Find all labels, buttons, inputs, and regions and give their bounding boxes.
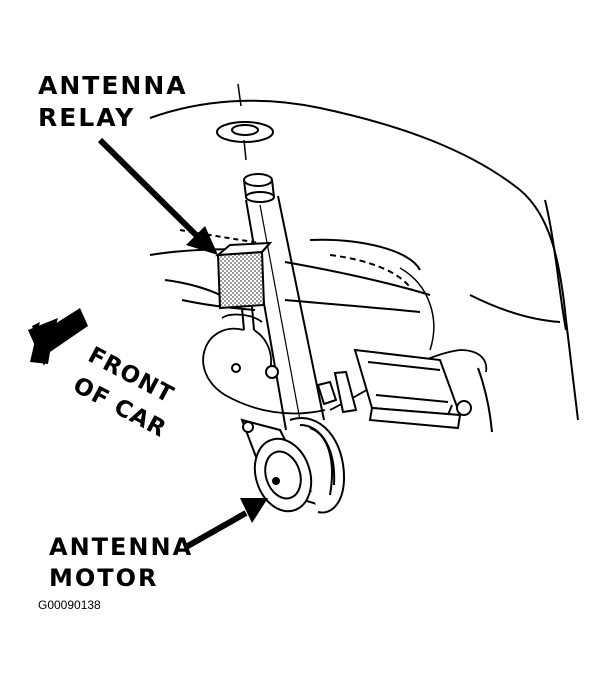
mount-bracket: [333, 348, 472, 430]
antenna-relay-label-line2: RELAY: [38, 103, 136, 132]
figure-id: G00090138: [38, 598, 101, 612]
wire-harness: [202, 313, 488, 415]
front-of-car-arrow: [28, 308, 88, 366]
antenna-motor-label-line2: MOTOR: [49, 564, 159, 592]
mount-grommet: [216, 83, 274, 161]
antenna-motor: [231, 363, 346, 514]
motor-pointer-arrow: [184, 498, 268, 550]
antenna-mast: [243, 173, 325, 431]
antenna-relay: [214, 241, 273, 331]
antenna-motor-label-line1: ANTENNA: [49, 533, 194, 561]
relay-pointer-arrow: [97, 137, 218, 255]
antenna-relay-label-line1: ANTENNA: [38, 71, 188, 100]
